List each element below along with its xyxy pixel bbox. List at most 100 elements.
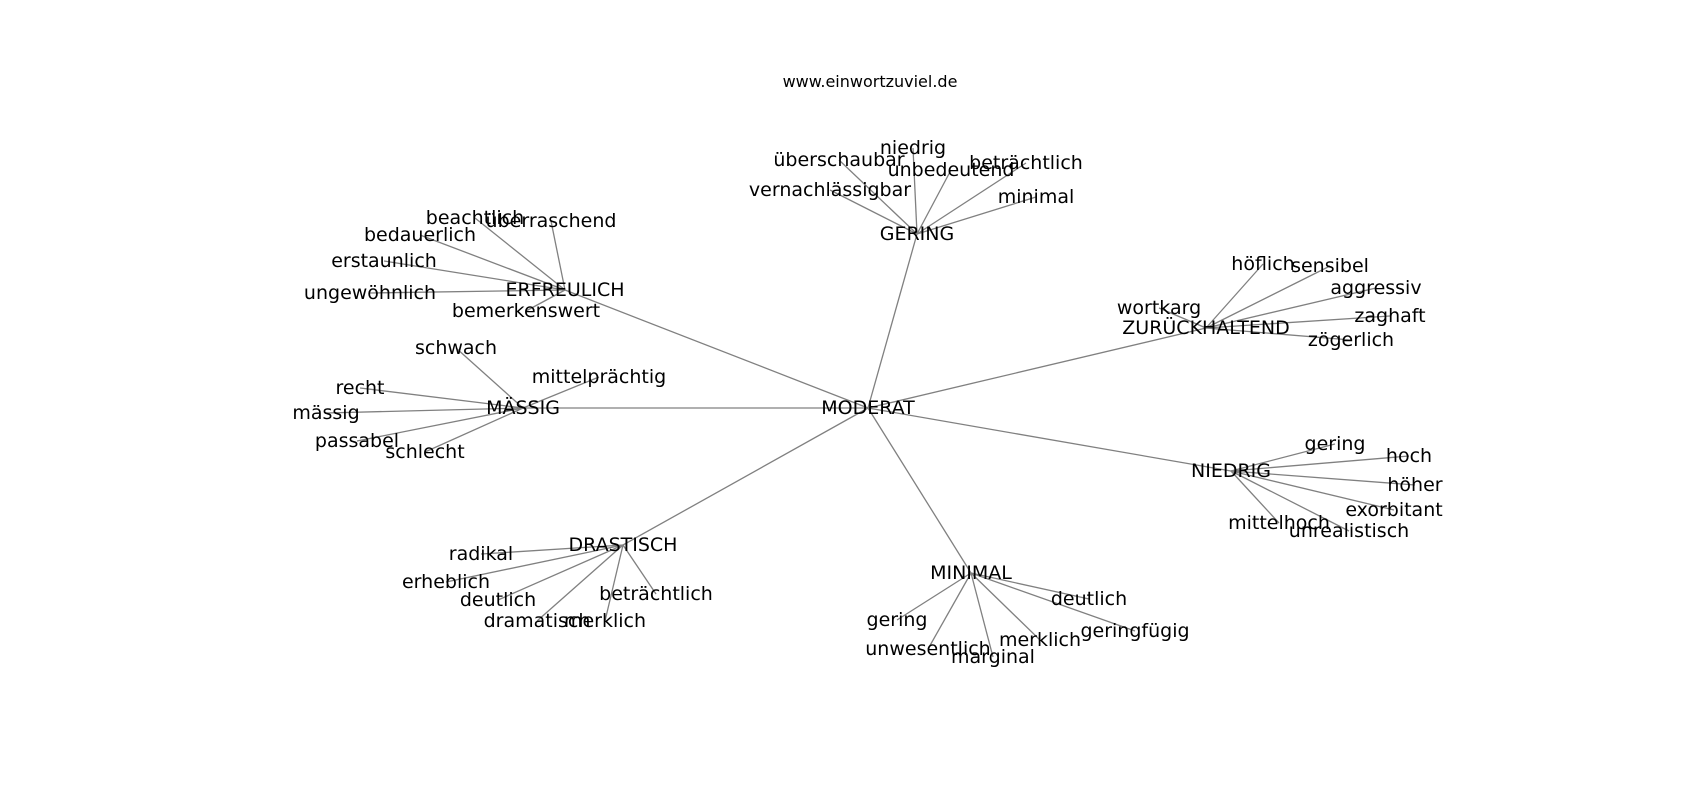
edge-minimal-leaf: [970, 572, 1136, 632]
edge-erfreulich-leaf: [474, 217, 566, 291]
leaf-node-label: mittelhoch: [1228, 512, 1330, 534]
leaf-node-label: passabel: [315, 430, 399, 452]
edge-maessig-leaf: [424, 407, 524, 453]
leaf-node-label: ungewöhnlich: [304, 282, 436, 304]
leaf-node-label: unbedeutend: [888, 159, 1015, 181]
edge-maessig-leaf: [356, 407, 524, 442]
edge-center-gering: [867, 233, 918, 409]
leaf-node-label: unwesentlich: [865, 638, 990, 660]
edge-drastisch-leaf: [445, 544, 624, 583]
edge-maessig-leaf: [325, 407, 524, 414]
leaf-node-label: wortkarg: [1117, 297, 1201, 319]
leaf-node-label: hoch: [1386, 445, 1432, 467]
edge-drastisch-leaf: [536, 544, 624, 622]
leaf-node-label: radikal: [449, 543, 513, 565]
leaf-node-label: minimal: [998, 186, 1075, 208]
edge-zurueckhaltend-leaf: [1205, 265, 1331, 329]
leaf-node-label: zögerlich: [1308, 329, 1394, 351]
edge-drastisch-leaf: [480, 544, 624, 555]
leaf-node-label: beträchtlich: [599, 583, 713, 605]
edge-gering-leaf: [912, 147, 918, 235]
hub-node-label-maessig: MÄSSIG: [486, 396, 560, 419]
leaf-node-label: unrealistisch: [1289, 520, 1409, 542]
leaf-node-label: deutlich: [460, 589, 536, 611]
edge-minimal-leaf: [970, 572, 994, 658]
leaf-node-label: niedrig: [880, 137, 946, 159]
leaf-node-label: merklich: [564, 610, 646, 632]
edge-gering-leaf: [838, 159, 918, 235]
edge-minimal-leaf: [970, 572, 1090, 600]
edge-erfreulich-leaf: [525, 289, 566, 312]
edge-maessig-leaf: [455, 347, 524, 409]
label-layer: MODERAT GERING niedrigüberschaubarunbedeut…: [292, 137, 1442, 668]
hub-node-label-erfreulich: ERFREULICH: [506, 279, 625, 301]
edge-center-niedrig: [867, 407, 1232, 472]
leaf-node-label: vernachlässigbar: [749, 179, 911, 201]
edge-minimal-leaf: [970, 572, 1041, 641]
edge-center-drastisch: [622, 407, 869, 546]
edge-erfreulich-leaf: [383, 260, 566, 291]
leaf-node-label: beachtlich: [426, 207, 524, 229]
leaf-node-label: marginal: [951, 646, 1035, 668]
edge-center-zurueckhaltend: [867, 327, 1207, 409]
leaf-node-label: deutlich: [1051, 588, 1127, 610]
edge-niedrig-leaf: [1230, 470, 1395, 511]
leaf-node-label: erheblich: [402, 571, 490, 593]
leaf-node-label: beträchtlich: [969, 152, 1083, 174]
leaf-node-label: überraschend: [486, 210, 617, 232]
edge-zurueckhaltend-leaf: [1205, 263, 1264, 329]
edge-gering-leaf: [916, 162, 1027, 235]
edge-zurueckhaltend-leaf: [1205, 327, 1352, 341]
edge-drastisch-leaf: [604, 544, 624, 622]
edge-zurueckhaltend-leaf: [1158, 307, 1207, 329]
edge-center-minimal: [867, 407, 972, 574]
leaf-node-label: höflich: [1231, 253, 1294, 275]
hub-node-label-minimal: MINIMAL: [930, 562, 1012, 584]
edge-niedrig-leaf: [1230, 443, 1336, 472]
edge-minimal-leaf: [927, 572, 972, 650]
edge-center-erfreulich: [564, 289, 869, 409]
leaf-node-label: bedauerlich: [364, 224, 476, 246]
edge-niedrig-leaf: [1230, 470, 1416, 486]
edge-niedrig-leaf: [1230, 470, 1280, 524]
leaf-node-label: mässig: [292, 402, 359, 424]
edge-drastisch-leaf: [497, 544, 624, 601]
leaf-node-label: merklich: [999, 629, 1081, 651]
edge-erfreulich-leaf: [550, 220, 566, 291]
leaf-node-label: schwach: [415, 337, 497, 359]
leaf-node-label: bemerkenswert: [452, 300, 600, 322]
hub-node-label-niedrig: NIEDRIG: [1191, 460, 1271, 482]
edge-zurueckhaltend-leaf: [1205, 287, 1377, 329]
edge-zurueckhaltend-leaf: [1205, 315, 1391, 329]
edge-maessig-leaf: [522, 376, 600, 409]
leaf-node-label: geringfügig: [1080, 620, 1189, 642]
leaf-node-label: exorbitant: [1345, 499, 1442, 521]
leaf-node-label: höher: [1387, 474, 1442, 496]
edge-drastisch-leaf: [622, 544, 657, 595]
leaf-node-label: recht: [335, 377, 384, 399]
edge-erfreulich-leaf: [419, 234, 566, 291]
leaf-node-label: gering: [1305, 433, 1366, 455]
leaf-node-label: erstaunlich: [331, 250, 437, 272]
edge-maessig-leaf: [359, 387, 524, 409]
leaf-node-label: mittelprächtig: [532, 366, 666, 388]
edge-layer: [325, 147, 1416, 658]
leaf-node-label: gering: [867, 609, 928, 631]
leaf-node-label: schlecht: [385, 441, 464, 463]
edge-niedrig-leaf: [1230, 470, 1350, 532]
leaf-node-label: überschaubar: [773, 149, 904, 171]
leaf-node-label: aggressiv: [1330, 277, 1421, 299]
leaf-node-label: zaghaft: [1354, 305, 1425, 327]
edge-gering-leaf: [916, 169, 952, 235]
edge-gering-leaf: [829, 189, 918, 235]
center-node-label: MODERAT: [821, 397, 915, 419]
edge-niedrig-leaf: [1230, 455, 1410, 472]
leaf-node-label: sensibel: [1291, 255, 1369, 277]
hub-node-label-gering: GERING: [880, 223, 954, 245]
leaf-node-label: dramatisch: [484, 610, 591, 632]
hub-node-label-zurueckhaltend: ZURÜCKHALTEND: [1122, 316, 1289, 339]
edge-erfreulich-leaf: [369, 289, 566, 294]
site-url: www.einwortzuviel.de: [783, 72, 958, 91]
edge-minimal-leaf: [896, 572, 972, 621]
